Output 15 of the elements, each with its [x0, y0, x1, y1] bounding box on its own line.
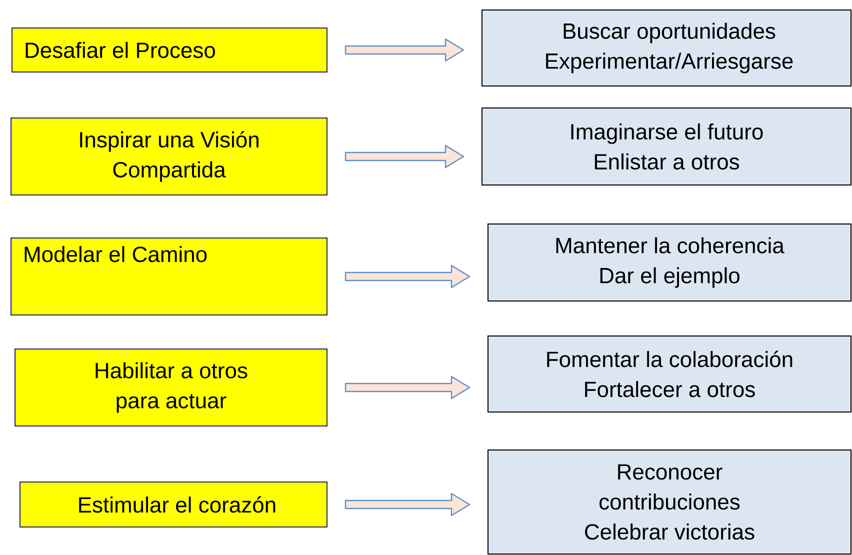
- commitment-box: Mantener la coherencia Dar el ejemplo: [488, 224, 852, 302]
- practice-box: Estimular el corazón: [20, 482, 328, 528]
- commitment-box: Buscar oportunidades Experimentar/Arriesgarse: [482, 10, 852, 86]
- practice-box: Desafiar el Proceso: [12, 28, 328, 72]
- block-arrow: [344, 264, 470, 288]
- commitment-box: Fomentar la colaboración Fortalecer a otros: [488, 336, 852, 412]
- block-arrow: [344, 376, 470, 400]
- practice-box: Modelar el Camino: [10, 238, 328, 316]
- commitment-box: Imaginarse el futuro Enlistar a otros: [482, 108, 852, 186]
- block-arrow: [344, 38, 464, 62]
- block-arrow: [344, 144, 464, 168]
- commitment-box: Reconocer contribuciones Celebrar victorias: [488, 450, 852, 554]
- practice-box: Inspirar una Visión Compartida: [10, 118, 328, 196]
- practice-box: Habilitar a otros para actuar: [14, 348, 328, 426]
- block-arrow: [344, 492, 470, 516]
